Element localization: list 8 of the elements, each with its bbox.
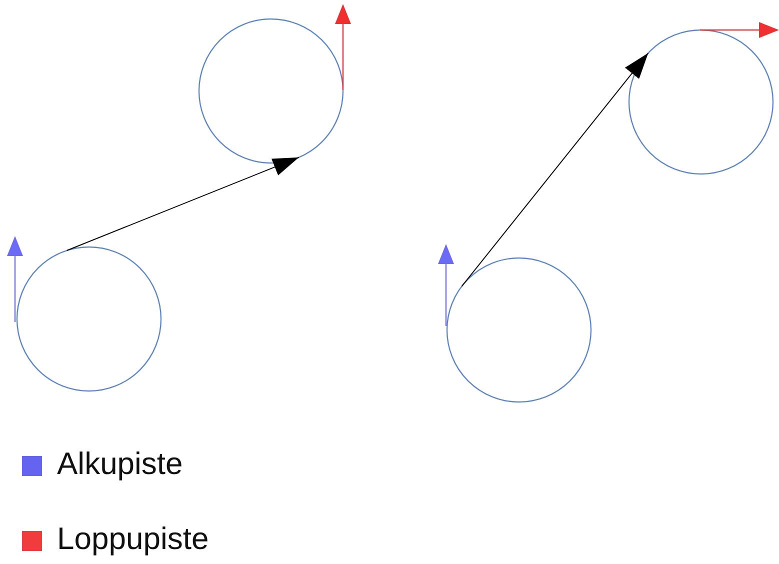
arrow <box>66 156 300 251</box>
circle <box>628 29 774 175</box>
legend-label: Loppupiste <box>57 521 209 557</box>
arrow <box>461 52 649 287</box>
circle <box>446 257 592 403</box>
circle <box>16 246 162 392</box>
circle <box>198 18 344 164</box>
legend-label: Alkupiste <box>57 446 183 482</box>
